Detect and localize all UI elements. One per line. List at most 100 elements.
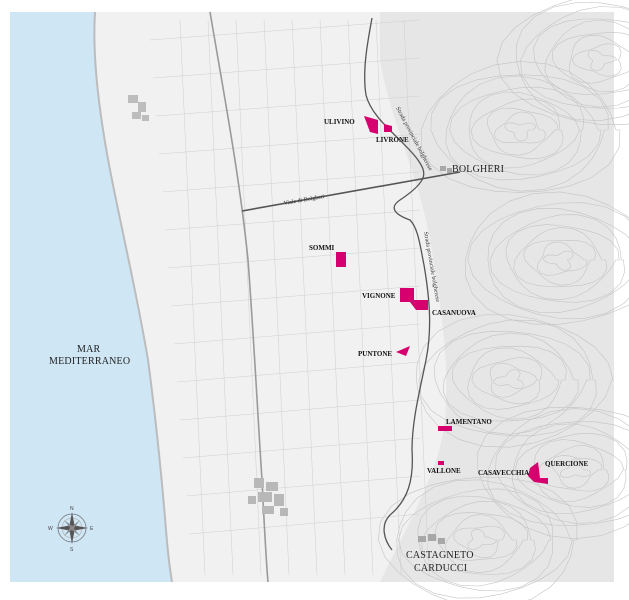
contour-line bbox=[543, 250, 574, 271]
contour-line bbox=[489, 362, 538, 398]
contour-line bbox=[514, 432, 628, 508]
contour-line bbox=[544, 19, 629, 95]
vineyard-vignone bbox=[400, 288, 428, 310]
compass-e: E bbox=[90, 526, 94, 532]
label-livrone: LIVRONE bbox=[376, 136, 409, 144]
contour-line bbox=[587, 50, 618, 72]
contour-line bbox=[453, 525, 505, 559]
field-boundary bbox=[170, 285, 421, 307]
field-boundary bbox=[179, 399, 421, 421]
contour-line bbox=[493, 111, 547, 144]
sea-area bbox=[10, 12, 172, 582]
contour-line bbox=[572, 43, 622, 77]
label-castagneto-line1: CASTAGNETO bbox=[406, 550, 474, 561]
contour-line bbox=[470, 98, 564, 160]
contour-lines bbox=[377, 0, 629, 600]
field-boundary bbox=[158, 133, 421, 155]
field-boundary bbox=[403, 19, 430, 576]
compass-n: N bbox=[70, 506, 74, 512]
field-boundary bbox=[149, 19, 421, 41]
contour-line bbox=[559, 458, 592, 478]
contour-line bbox=[505, 224, 620, 301]
contour-line bbox=[445, 75, 602, 181]
vineyard-livrone bbox=[384, 124, 392, 132]
contour-line bbox=[487, 408, 629, 526]
contour-line bbox=[486, 107, 559, 156]
label-sea-line2: MEDITERRANEO bbox=[49, 356, 130, 367]
compass-rose-icon: N S E W bbox=[48, 506, 94, 553]
contour-line bbox=[464, 191, 629, 325]
contour-line bbox=[418, 319, 597, 437]
compass-s: S bbox=[70, 547, 74, 553]
contour-line bbox=[415, 314, 614, 448]
contour-line bbox=[512, 423, 629, 515]
field-boundary bbox=[161, 171, 421, 193]
contour-line bbox=[487, 207, 629, 313]
vineyard-ulivino bbox=[364, 116, 378, 134]
field-boundary bbox=[155, 95, 421, 117]
compass-w: W bbox=[48, 526, 53, 532]
contour-line bbox=[493, 369, 525, 390]
contour-line bbox=[452, 345, 567, 420]
contour-line bbox=[520, 6, 629, 109]
contour-line bbox=[533, 18, 629, 108]
contour-line bbox=[523, 240, 597, 286]
field-boundary bbox=[167, 247, 421, 269]
field-boundary bbox=[291, 19, 318, 576]
field-boundary bbox=[207, 19, 234, 576]
contour-line bbox=[537, 445, 610, 492]
contour-line bbox=[536, 241, 588, 276]
field-boundary bbox=[173, 323, 421, 345]
field-boundary bbox=[319, 19, 346, 576]
contour-line bbox=[551, 455, 603, 489]
field-boundary bbox=[347, 19, 374, 576]
contour-line bbox=[469, 91, 581, 169]
town-castagneto-marina bbox=[248, 478, 288, 516]
label-casanuova: CASANUOVA bbox=[432, 309, 476, 317]
vineyard-casavecchia bbox=[528, 462, 548, 484]
label-ulivino: ULIVINO bbox=[324, 118, 355, 126]
contour-line bbox=[489, 214, 626, 303]
contour-line bbox=[552, 31, 629, 92]
contour-line bbox=[495, 421, 629, 524]
contour-line bbox=[513, 227, 608, 287]
vineyard-puntone bbox=[396, 346, 410, 356]
field-boundary bbox=[176, 361, 421, 383]
contour-line bbox=[467, 347, 560, 410]
label-vignone: VIGNONE bbox=[362, 292, 396, 300]
contour-line bbox=[398, 488, 553, 592]
label-vallone: VALLONE bbox=[427, 467, 461, 475]
town-bolgheri bbox=[440, 166, 452, 173]
contour-line bbox=[467, 528, 498, 550]
field-boundary bbox=[182, 437, 421, 459]
contour-line bbox=[442, 332, 579, 422]
viale-di-bolgheri-road bbox=[241, 171, 461, 212]
town-castagneto bbox=[418, 534, 445, 544]
field-boundary bbox=[263, 19, 290, 576]
coastline bbox=[93, 11, 173, 583]
town-marina bbox=[128, 95, 149, 121]
contour-line bbox=[569, 34, 629, 84]
field-boundary bbox=[152, 57, 421, 79]
contour-line bbox=[496, 0, 629, 125]
field-boundary bbox=[185, 475, 421, 497]
contour-line bbox=[444, 514, 518, 561]
contour-line bbox=[377, 476, 578, 600]
vineyard-sommi bbox=[336, 252, 346, 267]
contour-line bbox=[471, 357, 543, 405]
label-castagneto-line2: CARDUCCI bbox=[414, 563, 467, 574]
contour-line bbox=[430, 74, 609, 192]
contour-line bbox=[477, 406, 629, 540]
coastal-road bbox=[209, 11, 269, 583]
label-lamentano: LAMENTANO bbox=[446, 418, 492, 426]
label-quercione: QUERCIONE bbox=[545, 460, 589, 468]
contour-line bbox=[421, 500, 536, 575]
label-puntone: PUNTONE bbox=[358, 350, 392, 358]
label-casavecchia: CASAVECCHIA bbox=[478, 469, 529, 477]
field-boundary bbox=[179, 19, 206, 576]
field-boundary bbox=[375, 19, 402, 576]
label-bolgheri: BOLGHERI bbox=[452, 164, 504, 175]
label-sommi: SOMMI bbox=[309, 244, 335, 252]
contour-line bbox=[417, 495, 552, 587]
